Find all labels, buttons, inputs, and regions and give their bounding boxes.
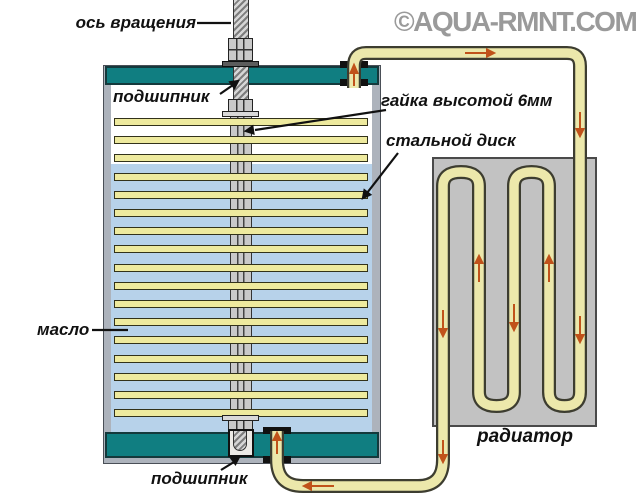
flow-arrow-left-bottom	[301, 480, 334, 492]
shaft-mid-nut	[228, 99, 253, 114]
label-nut-height: гайка высотой 6мм	[381, 91, 553, 110]
flow-arrow-down-exit	[437, 440, 449, 465]
bottom-bearing	[228, 429, 254, 457]
shaft-top-nut	[228, 38, 253, 61]
top-flange-plate	[222, 61, 259, 67]
label-steel-disk: стальной диск	[386, 131, 516, 150]
label-oil: масло	[37, 320, 90, 339]
label-radiator: радиатор	[477, 426, 573, 447]
label-rotation-axis: ось вращения	[75, 13, 196, 32]
label-bearing-top: подшипник	[113, 87, 210, 106]
upper-disk-plate	[222, 111, 259, 117]
shaft-nut-column	[230, 117, 252, 418]
label-bearing-bottom: подшипник	[151, 469, 248, 488]
shaft-bearing-end	[233, 431, 247, 451]
watermark: ©AQUA-RMNT.COM	[394, 6, 638, 37]
flow-arrow-right-top	[465, 47, 497, 59]
radiator-box	[432, 157, 597, 427]
threaded-shaft-top	[233, 0, 249, 40]
shaft-through-lid	[233, 67, 249, 99]
flow-arrow-down-rightpipe	[574, 112, 586, 139]
